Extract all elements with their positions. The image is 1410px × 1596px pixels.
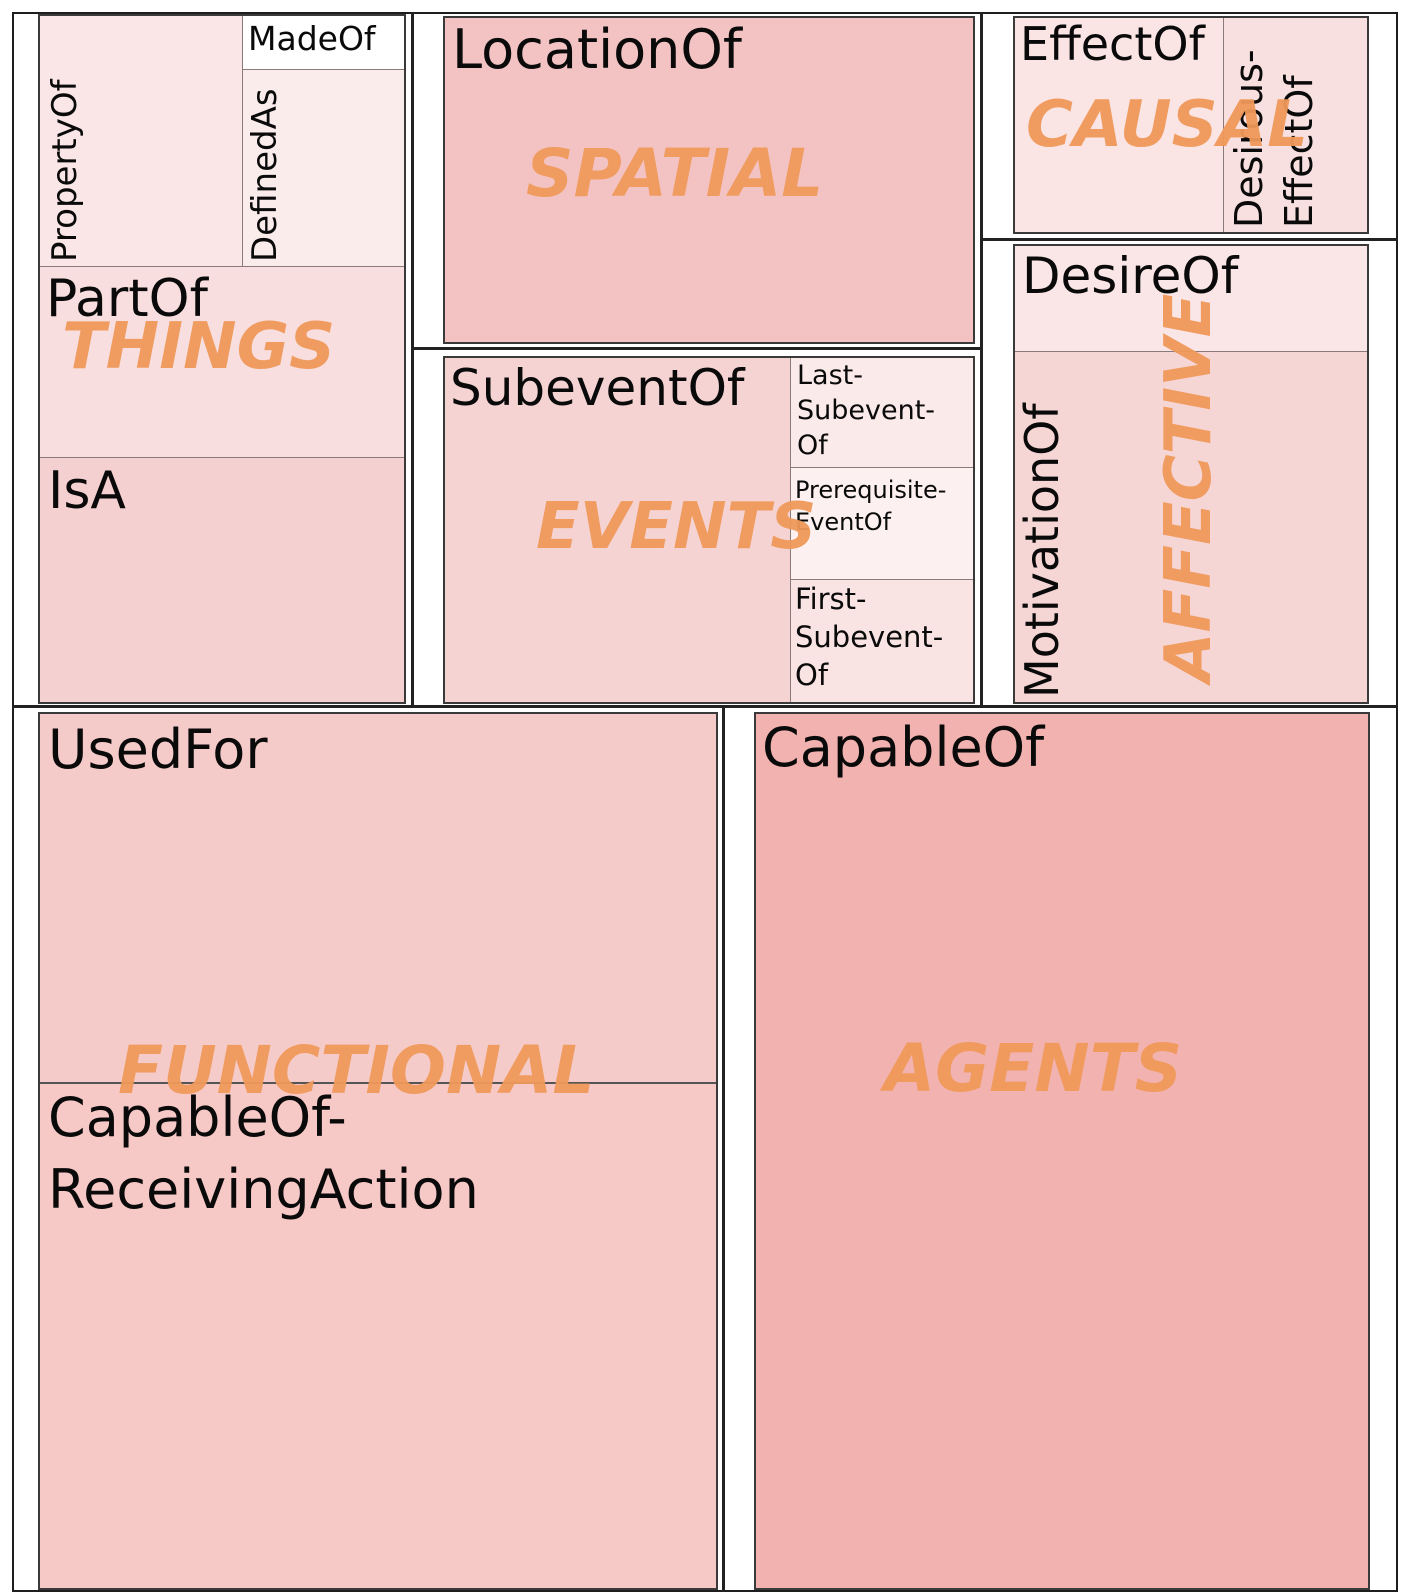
defined-as-cell xyxy=(243,70,404,266)
used-for-cell xyxy=(40,714,716,1084)
property-of-label: PropertyOf xyxy=(45,79,85,262)
last-subevent-of-line-1: Last- xyxy=(797,360,863,391)
divider-spatial-events xyxy=(413,347,981,350)
capable-of-receiving-action-line-2: ReceivingAction xyxy=(48,1158,479,1221)
desire-of-label: DesireOf xyxy=(1022,247,1239,305)
affective-category-label: AFFECTIVE xyxy=(1152,293,1226,682)
prerequisite-event-of-cell xyxy=(790,468,973,580)
horizontal-divider xyxy=(12,705,1398,708)
prerequisite-event-of-line-2: EventOf xyxy=(795,508,892,536)
last-subevent-of-cell xyxy=(790,358,973,468)
functional-category-label: FUNCTIONAL xyxy=(118,1032,595,1109)
vertical-divider-things-events xyxy=(411,12,414,708)
things-category-label: THINGS xyxy=(62,310,336,384)
capable-of-receiving-action-line-1: CapableOf- xyxy=(48,1086,347,1149)
effect-of-cell xyxy=(1015,18,1224,232)
effect-of-label: EffectOf xyxy=(1020,17,1205,71)
last-subevent-of-line-3: Of xyxy=(797,430,828,461)
spatial-group xyxy=(443,16,975,344)
first-subevent-of-line-2: Subevent- xyxy=(795,620,944,654)
is-a-label: IsA xyxy=(48,461,126,521)
first-subevent-of-line-3: Of xyxy=(795,658,829,692)
part-of-cell xyxy=(40,266,404,458)
is-a-cell xyxy=(40,458,404,702)
prerequisite-event-of-line-1: Prerequisite- xyxy=(795,476,947,504)
used-for-label: UsedFor xyxy=(48,718,268,781)
last-subevent-of-line-2: Subevent- xyxy=(797,395,936,426)
vertical-divider-events-causal xyxy=(980,12,983,708)
divider-causal-affective xyxy=(982,238,1398,241)
capable-of-label: CapableOf xyxy=(762,716,1045,779)
causal-category-label: CAUSAL xyxy=(1026,88,1308,162)
location-of-label: LocationOf xyxy=(452,18,742,81)
events-category-label: EVENTS xyxy=(536,490,817,564)
desire-of-cell xyxy=(1015,246,1367,352)
agents-group xyxy=(754,712,1370,1590)
made-of-cell xyxy=(243,16,404,70)
first-subevent-of-line-1: First- xyxy=(795,582,867,616)
spatial-category-label: SPATIAL xyxy=(526,135,824,212)
property-of-cell xyxy=(40,16,243,266)
agents-category-label: AGENTS xyxy=(884,1030,1183,1107)
vertical-divider-functional-agents xyxy=(722,707,725,1592)
defined-as-label: DefinedAs xyxy=(245,88,285,262)
part-of-label: PartOf xyxy=(46,269,208,329)
first-subevent-of-cell xyxy=(790,580,973,702)
subevent-of-label: SubeventOf xyxy=(450,359,745,417)
motivation-of-label: MotivationOf xyxy=(1015,403,1069,698)
made-of-label: MadeOf xyxy=(248,19,376,58)
